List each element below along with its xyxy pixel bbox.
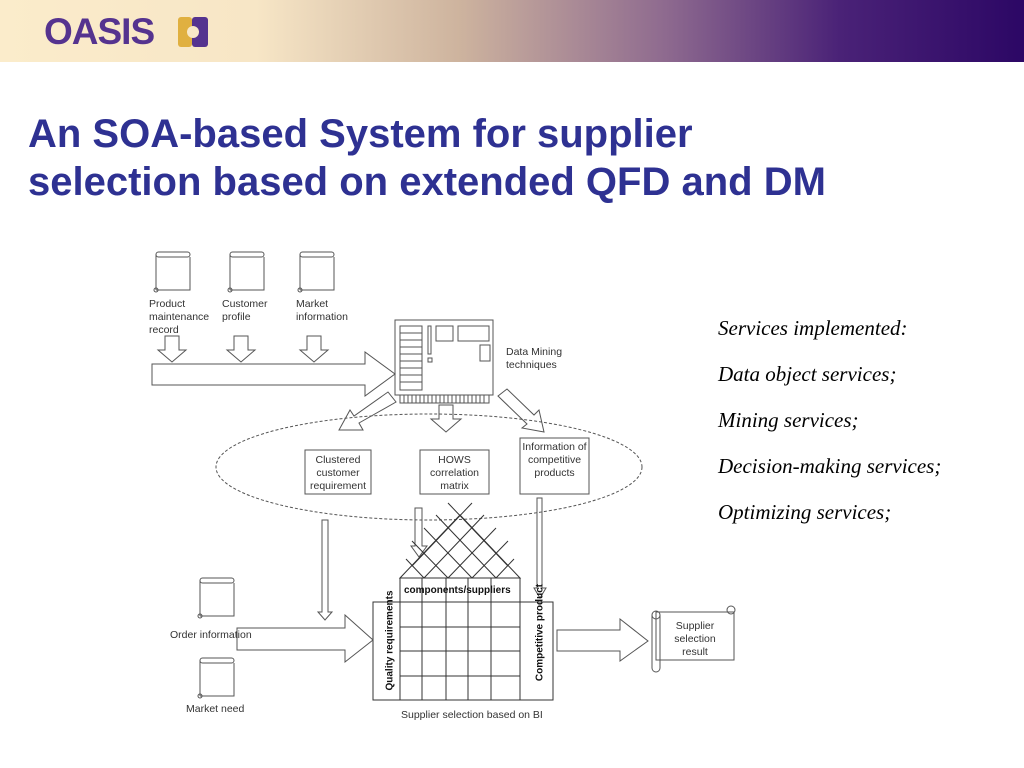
dashed-ellipse: [215, 413, 643, 521]
hows-matrix-label: HOWS correlation matrix: [429, 454, 480, 492]
title-line-1: An SOA-based System for supplier: [28, 112, 693, 156]
down-arrow-icon: [429, 404, 463, 433]
right-arrow-icon: [556, 617, 649, 662]
oasis-logo: OASIS: [44, 11, 155, 52]
services-heading: Services implemented:: [718, 316, 908, 340]
components-suppliers-label: components/suppliers: [404, 585, 511, 596]
right-arrow-icon: [151, 351, 396, 397]
diagram-caption: Supplier selection based on BI: [401, 709, 543, 721]
document-icon: [197, 657, 235, 699]
data-mining-computer-icon: [394, 319, 494, 404]
document-icon: [197, 577, 235, 619]
down-arrow-icon: [316, 519, 334, 621]
data-mining-label: Data Mining techniques: [506, 346, 563, 371]
header-banner: OASIS: [0, 0, 1024, 62]
down-right-arrow-icon: [497, 388, 545, 433]
document-icon: [227, 251, 265, 293]
hows-matrix-box: [419, 449, 490, 495]
result-label: Supplier selection result: [674, 620, 716, 658]
input-label: Customer profile: [222, 298, 268, 323]
quality-requirements-label: Quality requirements: [384, 590, 396, 691]
services-list: Services implemented: Data object servic…: [718, 316, 941, 546]
down-arrow-icon: [156, 335, 188, 363]
clustered-requirement-box: [304, 449, 372, 495]
slide-title: An SOA-based System for supplier selecti…: [28, 110, 826, 206]
right-arrow-icon: [236, 613, 374, 664]
title-line-2: selection based on extended QFD and DM: [28, 160, 826, 204]
service-item: Optimizing services;: [718, 500, 892, 524]
market-need-label: Market need: [186, 703, 245, 715]
input-label: Product maintenance record: [149, 298, 210, 336]
input-label: Market information: [296, 298, 348, 323]
down-left-arrow-icon: [338, 391, 397, 431]
competitive-info-box: [519, 437, 590, 495]
result-scroll-icon: [651, 605, 736, 673]
down-arrow-icon: [410, 507, 428, 558]
down-arrow-icon: [225, 335, 257, 363]
competitive-info-label: Information of competitive products: [522, 441, 587, 479]
order-information-label: Order information: [170, 629, 252, 641]
house-of-quality: [372, 502, 554, 701]
clustered-requirement-label: Clustered customer requirement: [309, 454, 367, 492]
service-item: Data object services;: [718, 362, 897, 386]
document-icon: [297, 251, 335, 293]
down-arrow-icon: [298, 335, 330, 363]
service-item: Decision-making services;: [718, 454, 942, 478]
down-arrow-icon: [533, 497, 547, 599]
service-item: Mining services;: [718, 408, 859, 432]
oasis-logo-icon: [178, 17, 208, 47]
competitive-product-label: Competitive product: [534, 583, 546, 682]
document-icon: [153, 251, 191, 293]
